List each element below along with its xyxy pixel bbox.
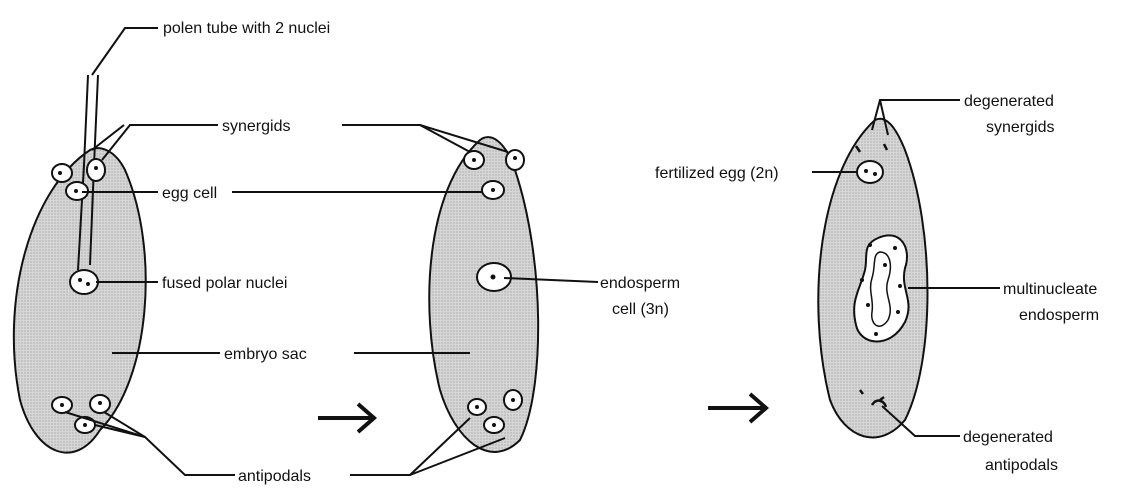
label-embryo-sac: embryo sac [224, 346, 307, 363]
label-egg-cell: egg cell [162, 185, 217, 202]
progression-arrow-2 [708, 394, 766, 422]
label-endosperm-cell-2: cell (3n) [612, 301, 669, 318]
label-multinucleate-2: endosperm [1019, 307, 1099, 324]
label-endosperm-cell-1: endosperm [600, 275, 680, 292]
label-degenerated-antipodals-2: antipodals [985, 457, 1058, 474]
label-antipodals: antipodals [238, 468, 311, 485]
label-synergids: synergids [222, 118, 290, 135]
label-degenerated-synergids-2: synergids [986, 119, 1054, 136]
label-degenerated-antipodals-1: degenerated [963, 429, 1053, 446]
fertilized-egg-cell [857, 161, 883, 183]
embryo-sac-3 [818, 119, 927, 438]
embryo-sac-2 [429, 137, 538, 452]
label-fertilized-egg: fertilized egg (2n) [655, 165, 779, 182]
label-multinucleate-1: multinucleate [1003, 281, 1097, 298]
label-pollen-tube: polen tube with 2 nuclei [163, 20, 330, 37]
label-fused-polar-nuclei: fused polar nuclei [162, 275, 287, 292]
label-degenerated-synergids-1: degenerated [964, 93, 1054, 110]
fused-polar-nuclei [70, 270, 98, 294]
progression-arrow-1 [318, 404, 374, 432]
